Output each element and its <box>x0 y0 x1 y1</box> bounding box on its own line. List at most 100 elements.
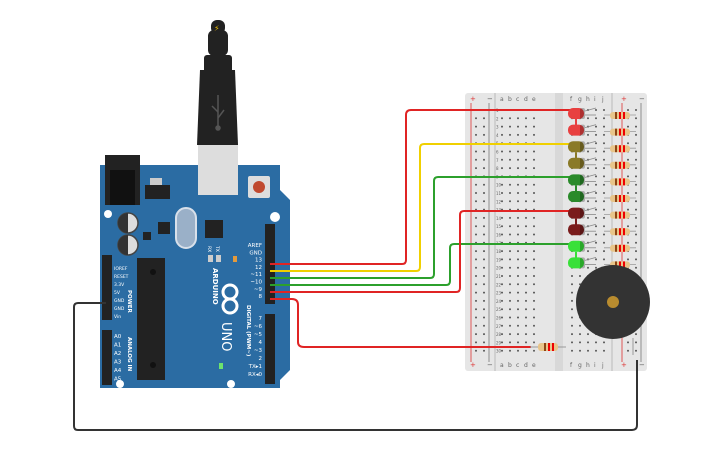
rail-label: + <box>470 95 476 103</box>
led-red[interactable] <box>568 107 597 125</box>
usb-icon <box>211 95 225 131</box>
wire-gnd[interactable] <box>73 302 638 431</box>
pin-label: ~10 <box>250 280 262 286</box>
led-green[interactable] <box>568 174 597 192</box>
analog-header <box>102 330 112 385</box>
resistor[interactable] <box>604 112 636 119</box>
row-number: 22 <box>496 282 502 287</box>
column-label: d <box>524 96 528 103</box>
led-olive[interactable] <box>568 157 597 169</box>
pin-label: 13 <box>255 258 262 264</box>
pin-label: 8 <box>259 294 263 300</box>
row-number: 14 <box>496 216 502 221</box>
pin-label: ~6 <box>254 324 263 330</box>
row-number: 27 <box>496 324 502 329</box>
pin-label: GND <box>114 306 125 312</box>
piezo-buzzer[interactable] <box>576 265 650 355</box>
column-label: c <box>516 96 519 103</box>
rail-label: − <box>639 361 645 369</box>
column-label: j <box>601 96 604 103</box>
rail-label: + <box>621 361 627 369</box>
arduino-brand-label: ARDUINO <box>211 268 219 305</box>
wire-pin13[interactable] <box>270 109 572 265</box>
pin-label: 7 <box>259 316 263 322</box>
led-red[interactable] <box>568 124 597 136</box>
pin-label: A3 <box>114 360 122 366</box>
digital-header-bottom <box>265 314 275 384</box>
column-label: b <box>508 362 512 369</box>
wires <box>73 109 638 431</box>
resistor[interactable] <box>604 128 636 136</box>
pin-label: A1 <box>114 343 121 349</box>
power-label: POWER <box>126 290 132 314</box>
resistor[interactable] <box>604 145 636 153</box>
row-number: 8 <box>496 166 499 171</box>
wire-pin11[interactable] <box>270 176 572 279</box>
led-olive[interactable] <box>568 140 597 159</box>
row-number: 16 <box>496 233 502 238</box>
column-label: c <box>516 362 519 369</box>
column-label: a <box>500 96 504 103</box>
column-label: e <box>532 362 536 369</box>
row-number: 2 <box>496 116 499 121</box>
resistor[interactable] <box>604 211 636 219</box>
pin-label: 12 <box>255 265 262 271</box>
row-number: 21 <box>496 274 502 279</box>
column-label: i <box>594 362 596 369</box>
resistor[interactable] <box>604 244 636 252</box>
column-label: f <box>570 362 573 369</box>
rail-label: + <box>470 361 476 369</box>
column-label: e <box>532 96 536 103</box>
row-number: 12 <box>496 199 502 204</box>
row-number: 15 <box>496 224 502 229</box>
pin-label: ~5 <box>254 332 263 338</box>
row-number: 19 <box>496 257 502 262</box>
pin-label: A2 <box>114 351 121 357</box>
led-lightgreen[interactable] <box>568 240 597 258</box>
resistor[interactable] <box>604 195 636 202</box>
pin-label: GND <box>114 298 125 304</box>
pin-label: 4 <box>259 340 263 346</box>
wire-pin10[interactable] <box>270 243 572 286</box>
atmega-chip <box>137 258 165 380</box>
column-label: f <box>570 96 573 103</box>
column-label: h <box>586 96 590 103</box>
rx-label: RX <box>206 246 212 252</box>
resistor[interactable] <box>604 228 636 236</box>
resistor[interactable] <box>604 178 636 186</box>
row-number: 11 <box>496 191 502 196</box>
digital-label: DIGITAL (PWM~) <box>245 305 251 357</box>
pin-label: Vin <box>114 314 121 320</box>
arduino-model-label: UNO <box>218 322 233 351</box>
column-label: i <box>594 96 596 103</box>
row-number: 29 <box>496 340 502 345</box>
resistor-buzzer[interactable] <box>530 343 566 351</box>
row-number: 18 <box>496 249 502 254</box>
led-maroon[interactable] <box>568 207 597 225</box>
arduino-logo-icon <box>221 283 239 315</box>
column-label: b <box>508 96 512 103</box>
led-maroon[interactable] <box>568 223 597 236</box>
pin-label: ~9 <box>254 287 263 293</box>
tx-label: TX <box>214 245 220 252</box>
led-green[interactable] <box>568 190 597 202</box>
column-label: a <box>500 362 504 369</box>
column-label: g <box>578 96 582 103</box>
arduino-uno-board[interactable]: AREFGND1312~11~10~987~6~54~32TX▸1RX◂0IOR… <box>100 155 290 388</box>
row-number: 7 <box>496 158 499 163</box>
wire-pin9[interactable] <box>270 210 572 293</box>
resistor[interactable] <box>604 161 636 169</box>
analog-label: ANALOG IN <box>126 337 132 372</box>
pin-label: 5V <box>114 290 121 296</box>
buzzer-center <box>607 296 619 308</box>
pin-label: ~3 <box>254 348 263 354</box>
wire-pin12[interactable] <box>270 143 572 272</box>
column-label: g <box>578 362 582 369</box>
usb-cable[interactable]: ⚡ <box>197 20 238 195</box>
led-lightgreen[interactable] <box>568 257 597 269</box>
row-number: 6 <box>496 150 499 155</box>
wire-pin8[interactable] <box>270 298 531 348</box>
row-number: 4 <box>496 133 499 138</box>
column-label: h <box>586 362 590 369</box>
